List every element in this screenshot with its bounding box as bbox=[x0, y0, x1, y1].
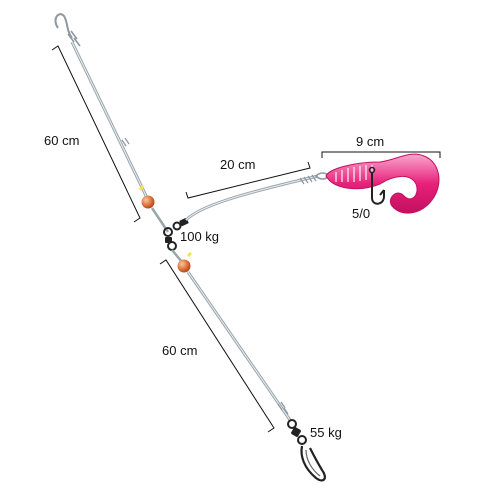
branch-leader-line bbox=[184, 172, 329, 222]
upper-bead-icon bbox=[141, 195, 155, 209]
twister-tail-grub-icon bbox=[325, 153, 440, 214]
top-loop bbox=[54, 13, 81, 47]
lure-length-label: 9 cm bbox=[356, 134, 384, 149]
swivel-strength-label: 100 kg bbox=[180, 229, 219, 244]
lower-leader-line bbox=[186, 271, 292, 421]
hook-icon bbox=[368, 166, 385, 205]
branch-length-label: 20 cm bbox=[220, 157, 255, 172]
upper-length-label: 60 cm bbox=[44, 133, 79, 148]
upper-leader-line bbox=[70, 41, 152, 205]
hook-size-label: 5/0 bbox=[352, 206, 370, 221]
dimension-branch bbox=[185, 161, 311, 199]
snap-swivel-icon bbox=[287, 419, 326, 482]
lower-leader-top bbox=[171, 249, 183, 263]
dimension-lower bbox=[159, 259, 275, 433]
dimension-upper bbox=[51, 45, 141, 223]
lower-length-label: 60 cm bbox=[162, 343, 197, 358]
dimension-lure bbox=[321, 151, 441, 158]
lower-bead-icon bbox=[177, 259, 191, 273]
snap-strength-label: 55 kg bbox=[310, 425, 342, 440]
